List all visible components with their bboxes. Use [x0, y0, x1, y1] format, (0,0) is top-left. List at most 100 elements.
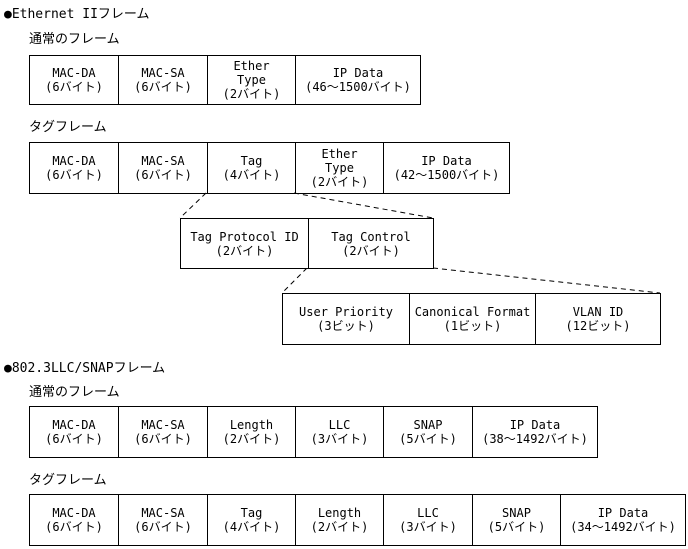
field-size: (6バイト) — [134, 520, 192, 534]
field-name: IP Data — [509, 418, 561, 432]
llc-snap-tagged-frame: MAC-DA (6バイト) MAC-SA (6バイト) Tag (4バイト) L… — [29, 494, 686, 546]
field-size: (5バイト) — [487, 520, 546, 534]
field-tag-protocol-id: Tag Protocol ID (2バイト) — [181, 219, 308, 268]
field-snap: SNAP (5バイト) — [383, 407, 472, 457]
field-name: MAC-SA — [141, 66, 185, 80]
field-ip-data: IP Data (46～1500バイト) — [295, 56, 420, 104]
field-ip-data: IP Data (34～1492バイト) — [560, 495, 685, 545]
field-ip-data: IP Data (42～1500バイト) — [383, 143, 509, 193]
field-ether-type: Ether Type (2バイト) — [207, 56, 295, 104]
llc-snap-normal-frame: MAC-DA (6バイト) MAC-SA (6バイト) Length (2バイト… — [29, 406, 598, 458]
field-name: MAC-SA — [141, 506, 185, 520]
field-size: (6バイト) — [134, 432, 192, 446]
tag-control-expansion-line-left — [281, 267, 308, 294]
ethernet2-normal-label: 通常のフレーム — [29, 32, 120, 47]
field-tag: Tag (4バイト) — [207, 495, 295, 545]
ethernet2-normal-frame: MAC-DA (6バイト) MAC-SA (6バイト) Ether Type (… — [29, 55, 421, 105]
field-tag-control: Tag Control (2バイト) — [308, 219, 433, 268]
field-vlan-id: VLAN ID (12ビット) — [535, 294, 660, 344]
field-name-line2: Type — [325, 161, 354, 175]
field-size: (6バイト) — [45, 168, 103, 182]
field-name: Tag Protocol ID — [190, 229, 299, 244]
field-canonical-format: Canonical Format (1ビット) — [409, 294, 535, 344]
field-name: SNAP — [502, 506, 531, 520]
field-size: (4バイト) — [222, 168, 281, 182]
field-name: SNAP — [413, 418, 443, 432]
field-size: (2バイト) — [310, 175, 369, 189]
field-snap: SNAP (5バイト) — [472, 495, 560, 545]
field-size: (2バイト) — [222, 87, 281, 101]
field-length: Length (2バイト) — [207, 407, 295, 457]
field-size: (2バイト) — [310, 520, 369, 534]
field-name: IP Data — [421, 154, 472, 168]
field-size: (1ビット) — [443, 319, 502, 333]
field-size: (34～1492バイト) — [570, 520, 676, 534]
field-size: (3バイト) — [399, 520, 457, 534]
field-size: (6バイト) — [134, 168, 192, 182]
field-size: (6バイト) — [45, 432, 103, 446]
field-ether-type: Ether Type (2バイト) — [295, 143, 383, 193]
field-size: (2バイト) — [342, 243, 400, 258]
field-name: IP Data — [332, 66, 384, 80]
field-name: VLAN ID — [572, 305, 624, 319]
field-mac-sa: MAC-SA (6バイト) — [118, 56, 207, 104]
field-name: MAC-DA — [52, 66, 96, 80]
field-size: (5バイト) — [399, 432, 457, 446]
ethernet2-tagged-frame: MAC-DA (6バイト) MAC-SA (6バイト) Tag (4バイト) E… — [29, 142, 510, 194]
field-size: (6バイト) — [45, 520, 103, 534]
field-size: (38～1492バイト) — [482, 432, 588, 446]
field-mac-da: MAC-DA (6バイト) — [30, 56, 118, 104]
field-name-line1: Ether — [321, 147, 358, 161]
field-name: Tag — [240, 154, 263, 168]
tag-detail-frame: Tag Protocol ID (2バイト) Tag Control (2バイト… — [180, 218, 434, 269]
field-size: (3バイト) — [310, 432, 369, 446]
tag-expansion-line-left — [179, 192, 207, 219]
ethernet2-heading: ●Ethernet IIフレーム — [4, 7, 150, 22]
field-mac-da: MAC-DA (6バイト) — [30, 407, 118, 457]
field-name: LLC — [417, 506, 439, 520]
field-name: MAC-SA — [141, 418, 185, 432]
llc-snap-heading: ●802.3LLC/SNAPフレーム — [4, 361, 166, 376]
field-size: (6バイト) — [134, 80, 192, 94]
tag-expansion-line-right — [293, 192, 434, 219]
tag-control-expansion-line-right — [432, 267, 661, 294]
field-name: MAC-DA — [52, 506, 96, 520]
field-tag: Tag (4バイト) — [207, 143, 295, 193]
tag-control-detail-frame: User Priority (3ビット) Canonical Format (1… — [282, 293, 661, 345]
field-size: (2バイト) — [222, 432, 281, 446]
field-size: (46～1500バイト) — [305, 80, 411, 94]
field-mac-da: MAC-DA (6バイト) — [30, 143, 118, 193]
field-name: IP Data — [597, 506, 649, 520]
field-name: MAC-DA — [52, 418, 96, 432]
field-ip-data: IP Data (38～1492バイト) — [472, 407, 597, 457]
field-name: MAC-SA — [141, 154, 185, 168]
field-length: Length (2バイト) — [295, 495, 383, 545]
field-llc: LLC (3バイト) — [295, 407, 383, 457]
field-name-line2: Type — [237, 73, 266, 87]
ethernet2-tagged-label: タグフレーム — [29, 120, 107, 135]
llc-snap-normal-label: 通常のフレーム — [29, 385, 120, 400]
field-name: User Priority — [299, 305, 393, 319]
field-name: Canonical Format — [414, 305, 531, 319]
field-name: Length — [229, 418, 274, 432]
field-mac-sa: MAC-SA (6バイト) — [118, 407, 207, 457]
field-size: (2バイト) — [215, 243, 274, 258]
field-mac-sa: MAC-SA (6バイト) — [118, 143, 207, 193]
field-size: (3ビット) — [317, 319, 375, 333]
llc-snap-tagged-label: タグフレーム — [29, 473, 107, 488]
field-mac-sa: MAC-SA (6バイト) — [118, 495, 207, 545]
field-name: Tag — [240, 506, 263, 520]
field-llc: LLC (3バイト) — [383, 495, 472, 545]
field-name: MAC-DA — [52, 154, 96, 168]
field-name: Tag Control — [331, 229, 411, 244]
field-user-priority: User Priority (3ビット) — [283, 294, 409, 344]
field-mac-da: MAC-DA (6バイト) — [30, 495, 118, 545]
field-size: (42～1500バイト) — [393, 168, 500, 182]
field-name: Length — [317, 506, 362, 520]
field-size: (6バイト) — [45, 80, 103, 94]
field-size: (12ビット) — [565, 319, 631, 333]
field-name-line1: Ether — [233, 59, 270, 73]
field-name: LLC — [328, 418, 351, 432]
field-size: (4バイト) — [222, 520, 281, 534]
